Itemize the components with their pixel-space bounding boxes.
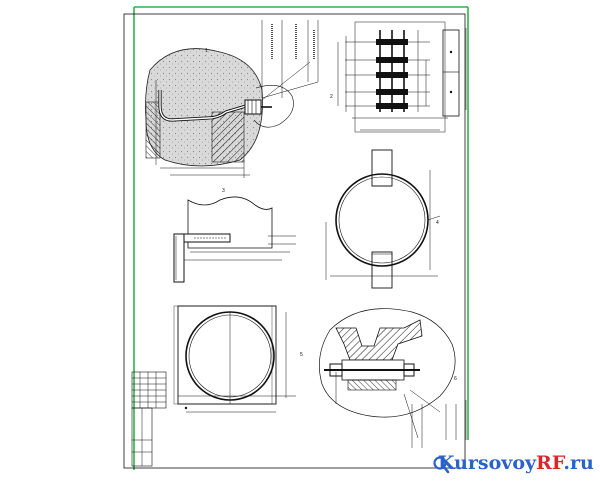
view-mark-2: 2 [330,94,333,100]
view-pipe-ring-frame [173,305,296,413]
view-anchor-bolt [145,20,319,178]
revision-table [131,371,167,467]
view-angle-bracket [173,196,296,283]
watermark-highlight: RF [536,452,566,474]
view-pipe-ring-plan [325,149,441,289]
view-mark-5: 5 [300,352,303,358]
view-mark-4: 4 [436,220,439,226]
magnifier-icon [433,456,450,474]
watermark-suffix: .ru [563,452,594,474]
watermark-logo: KursovoyRF.ru [432,450,600,476]
view-mark-1: 1 [205,48,208,54]
view-mark-6: 6 [454,376,457,382]
watermark-prefix: Kursovoy [438,452,537,474]
view-bolted-flange [319,308,457,448]
sheet-frame [123,6,469,470]
view-mark-3: 3 [222,188,225,194]
view-clamp-elevation [337,21,460,133]
watermark-text: KursovoyRF.ru [438,452,594,474]
